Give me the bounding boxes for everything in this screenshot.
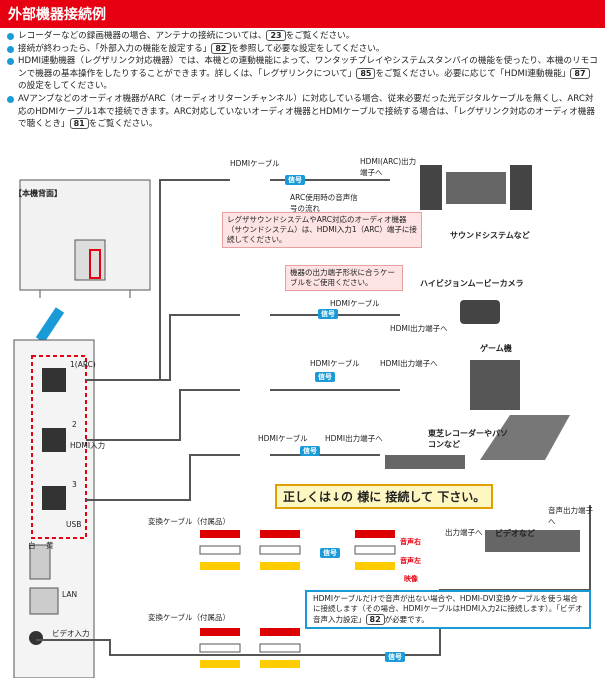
hdmi-cable-label: HDMIケーブル	[230, 159, 280, 168]
page-ref[interactable]: 85	[356, 67, 376, 79]
rca-cables-top	[199, 530, 396, 570]
game-console-icon	[470, 360, 520, 410]
game-label: ゲーム機	[480, 344, 512, 353]
tv-panel-illustration	[13, 339, 95, 678]
hdmi-arc-out-label: HDMI(ARC)出力端子へ	[360, 157, 417, 177]
hv-camera-label: ハイビジョンムービーカメラ	[420, 279, 524, 288]
recorder-icon	[385, 455, 465, 469]
hdmi-out-label: HDMI出力端子へ	[390, 324, 448, 333]
signal-badge: 信号	[285, 175, 305, 185]
cable-note: 機器の出力端子形状に合うケーブルをご使用ください。	[285, 265, 403, 291]
converter-cable-label: 変換ケーブル（付属品）	[148, 517, 231, 526]
signal-badge: 信号	[318, 309, 338, 319]
audio-out-label: 音声出力端子へ	[548, 506, 593, 526]
out-to-label: 出力端子へ	[445, 528, 483, 537]
page-ref[interactable]: 23	[266, 30, 286, 41]
signal-badge: 信号	[385, 652, 405, 662]
dvi-note-tail: が必要です。	[384, 615, 429, 624]
panel-usb-label: USB	[66, 520, 82, 529]
bullet-tail: を参照して必要な設定をしてください。	[230, 43, 385, 54]
dvi-note: HDMIケーブルだけで音声が出ない場合や、HDMI-DVI変換ケーブルを使う場合…	[305, 590, 591, 629]
sound-system-icon	[420, 165, 532, 210]
panel-white-label: 白	[28, 541, 36, 550]
toshiba-recorder-label: 東芝レコーダーやパソコンなど	[428, 429, 508, 449]
section-title: 外部機器接続例	[8, 7, 106, 23]
bullet-item: AVアンプなどのオーディオ機器がARC（オーディオリターンチャンネル）に対応して…	[6, 93, 598, 131]
bullet-text: HDMI連動機器（レグザリンク対応機器）では、本機との連動機能によって、ワンタッ…	[18, 56, 598, 79]
video-deck-icon	[485, 530, 580, 552]
panel-lan-label: LAN	[62, 590, 78, 599]
panel-yellow-label: 黄	[46, 541, 54, 550]
bullet-text: 接続が終わったら、「外部入力の機能を設定する」	[18, 43, 212, 54]
hdmi-cable-label: HDMIケーブル	[310, 359, 360, 368]
section-header: 外部機器接続例	[0, 0, 605, 28]
page-ref[interactable]: 82	[365, 614, 385, 625]
zoom-arrow	[35, 307, 65, 343]
hdmi-cable-label: HDMIケーブル	[330, 299, 380, 308]
tv-back-illustration	[19, 179, 151, 298]
bullet-tail: をご覧ください。必要に応じて「HDMI連動機能」	[375, 68, 571, 79]
correction-callout: 正しくは↓の 様に 接続して 下さい。	[275, 484, 494, 509]
video-etc-label: ビデオなど	[495, 529, 535, 538]
video-label: 映像	[404, 575, 418, 583]
bullet-tail: の設定をしてください。	[18, 81, 113, 92]
audio-r-label: 音声右	[400, 538, 421, 546]
signal-badge: 信号	[300, 446, 320, 456]
bullet-text: AVアンプなどのオーディオ機器がARC（オーディオリターンチャンネル）に対応して…	[18, 93, 595, 130]
panel-video-label: ビデオ入力	[52, 629, 90, 638]
arc-flow-label: ARC使用時の音声信号の流れ	[290, 193, 358, 213]
connection-diagram	[13, 165, 591, 678]
signal-badge: 信号	[320, 548, 340, 558]
tv-back-label: 【本機背面】	[14, 189, 62, 198]
panel-arc-label: 1(ARC)	[70, 360, 96, 369]
bullet-tail: をご覧ください。	[88, 119, 158, 130]
page-ref[interactable]: 82	[211, 42, 231, 54]
bullet-item: HDMI連動機器（レグザリンク対応機器）では、本機との連動機能によって、ワンタッ…	[6, 55, 598, 93]
converter-cable-label: 変換ケーブル（付属品）	[148, 613, 231, 622]
panel-2-label: 2	[72, 420, 77, 429]
sound-system-label: サウンドシステムなど	[450, 231, 530, 240]
laptop-icon	[480, 415, 570, 460]
arc-note: レグザサウンドシステムやARC対応のオーディオ機器（サウンドシステム）は、HDM…	[222, 212, 422, 248]
panel-hdmi-label: HDMI入力	[70, 441, 106, 450]
audio-l-label: 音声左	[400, 557, 421, 565]
page-ref[interactable]: 87	[570, 67, 590, 79]
bullet-text: レコーダーなどの録画機器の場合、アンテナの接続については、	[18, 31, 267, 41]
bullet-tail: をご覧ください。	[285, 31, 355, 41]
hdmi-cable-label: HDMIケーブル	[258, 434, 308, 443]
hdmi-out-label: HDMI出力端子へ	[380, 359, 438, 368]
dvi-note-text: HDMIケーブルだけで音声が出ない場合や、HDMI-DVI変換ケーブルを使う場合…	[313, 594, 583, 624]
rca-cables-bottom	[199, 628, 301, 668]
signal-badge: 信号	[315, 372, 335, 382]
page-ref[interactable]: 81	[69, 118, 89, 130]
camera-icon	[460, 300, 500, 324]
hdmi-out-label: HDMI出力端子へ	[325, 434, 383, 443]
panel-3-label: 3	[72, 480, 77, 489]
